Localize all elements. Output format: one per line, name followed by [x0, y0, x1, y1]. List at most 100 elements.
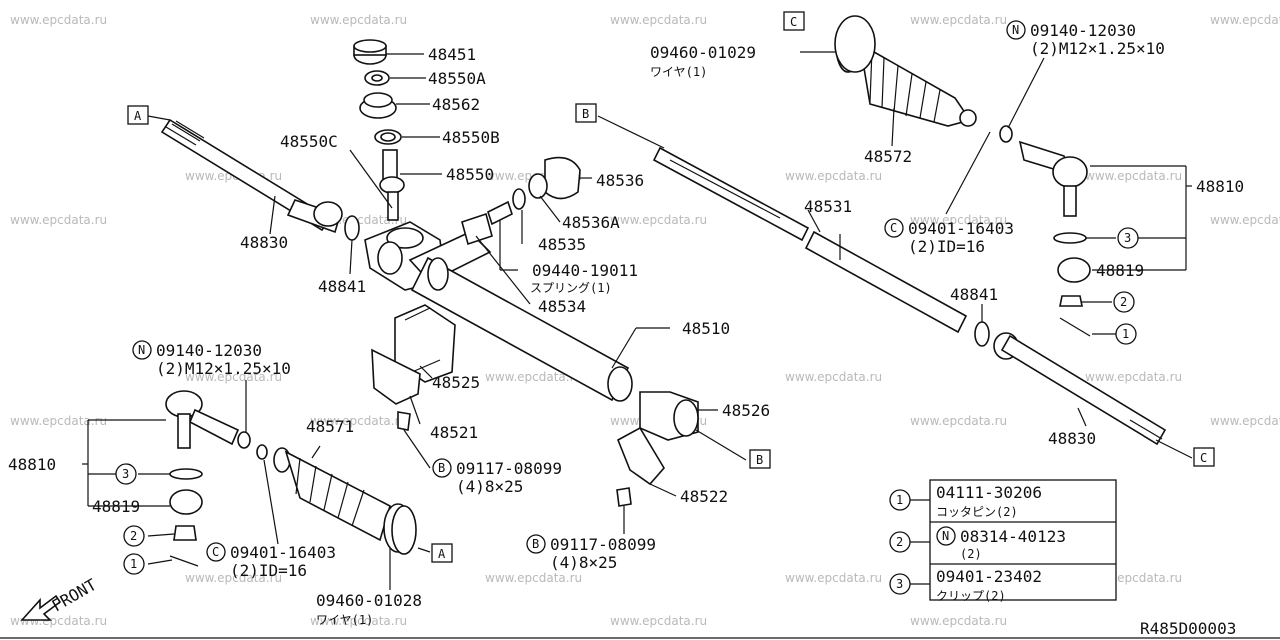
label-48841-left: 48841 [318, 277, 366, 296]
callout-2: 2 [130, 529, 137, 543]
callout-2: 2 [1120, 295, 1127, 309]
spec-09117-b: (4)8×25 [550, 553, 617, 572]
watermark: www.epcdata.ru [785, 571, 882, 585]
callout-1: 1 [1122, 327, 1129, 341]
label-09117-b: 09117-08099 [550, 535, 656, 554]
drawing-callouts: 3 2 1 3 2 1 [115, 227, 1139, 575]
nut-48536a [528, 173, 548, 199]
label-48572: 48572 [864, 147, 912, 166]
front-label: FRONT [49, 575, 101, 616]
watermark: www.epcdata.ru [485, 571, 582, 585]
bolt-09117-b [616, 487, 632, 507]
legend-num: 2 [896, 535, 903, 549]
prefix-c-circle [884, 218, 904, 238]
prefix-n-circle [1006, 20, 1026, 40]
reference-markers: A B C B C A [127, 11, 1215, 563]
watermark: www.epcdata.ru [910, 213, 1007, 227]
watermark: www.epcdata.ru [185, 571, 282, 585]
watermark: www.epcdata.ru [310, 13, 407, 27]
watermark: www.epcdata.ru [910, 414, 1007, 428]
tie-rod-right-48830 [993, 332, 1167, 446]
ref-b-bottom: B [756, 453, 763, 467]
watermark: www.epcdata.ru [610, 614, 707, 628]
label-48531: 48531 [804, 197, 852, 216]
ref-c-bottom: C [1200, 451, 1207, 465]
label-09140-left: 09140-12030 [156, 341, 262, 360]
label-48510: 48510 [682, 319, 730, 338]
label-48810-right: 48810 [1196, 177, 1244, 196]
legend-part: 08314-40123 [960, 527, 1066, 546]
spec-09140-top: (2)M12×1.25×10 [1030, 39, 1165, 58]
prefix-b: B [438, 461, 445, 475]
watermark: www.epcdata.ru [10, 213, 107, 227]
retainer-48535 [512, 188, 526, 210]
prefix-n: N [1012, 23, 1019, 37]
watermark: www.epcdata.ru [10, 414, 107, 428]
legend-num: 1 [896, 493, 903, 507]
note-wire-bottom: ワイヤ(1) [316, 613, 373, 627]
spec-09401-left: (2)ID=16 [230, 561, 307, 580]
label-48571: 48571 [306, 417, 354, 436]
pinion-48550 [382, 149, 398, 181]
watermarks: www.epcdata.ru www.epcdata.ru www.epcdat… [10, 13, 1280, 628]
label-09460-01028: 09460-01028 [316, 591, 422, 610]
label-48810-left: 48810 [8, 455, 56, 474]
prefix-c: C [212, 545, 219, 559]
legend-note: コッタピン(2) [936, 505, 1018, 519]
legend-note: (2) [960, 547, 982, 561]
callout-3: 3 [1124, 231, 1131, 245]
ref-b-top: B [582, 107, 589, 121]
watermark: www.epcdata.ru [910, 13, 1007, 27]
legend-part: 04111-30206 [936, 483, 1042, 502]
prefix-n: N [138, 343, 145, 357]
part-labels: 48451 48550A 48562 48550B 48550C 48550 4… [8, 20, 1244, 627]
adjuster-group [461, 156, 581, 246]
label-48522: 48522 [680, 487, 728, 506]
label-48536: 48536 [596, 171, 644, 190]
watermark: www.epcdata.ru [1210, 13, 1280, 27]
tie-rod-end-right-48810 [999, 125, 1091, 337]
label-48550a: 48550A [428, 69, 486, 88]
spring-09440 [487, 200, 513, 226]
label-48526: 48526 [722, 401, 770, 420]
label-48819-right: 48819 [1096, 261, 1144, 280]
label-09140-top: 09140-12030 [1030, 21, 1136, 40]
rack-bar-48531 [652, 146, 968, 334]
label-48534: 48534 [538, 297, 586, 316]
legend-prefix: N [942, 529, 949, 543]
legend-note: クリップ(2) [936, 589, 1006, 603]
plug-48536 [544, 156, 581, 200]
prefix-b: B [532, 537, 539, 551]
lock-washer-48841-right [974, 321, 990, 347]
ref-a-top: A [134, 109, 142, 123]
yoke-48534 [461, 212, 493, 246]
watermark: www.epcdata.ru [1210, 414, 1280, 428]
label-48830-right: 48830 [1048, 429, 1096, 448]
legend-frame [929, 479, 1117, 601]
wire-09460-01029 [834, 15, 876, 73]
watermark: www.epcdata.ru [610, 13, 707, 27]
bracket-48521 [371, 348, 421, 405]
label-09440-19011: 09440-19011 [532, 261, 638, 280]
prefix-c: C [890, 221, 897, 235]
note-spring: スプリング(1) [530, 281, 612, 295]
label-09460-01029: 09460-01029 [650, 43, 756, 62]
watermark: www.epcdata.ru [610, 213, 707, 227]
mount-bush-48525 [394, 304, 456, 383]
legend-table: 1 04111-30206 コッタピン(2) 2 N 08314-40123 (… [889, 479, 1117, 603]
prefix-n-circle [132, 340, 152, 360]
spec-09140-left: (2)M12×1.25×10 [156, 359, 291, 378]
watermark: www.epcdata.ru [785, 169, 882, 183]
label-48819-left: 48819 [92, 497, 140, 516]
ref-c-top: C [790, 15, 797, 29]
mount-bush-48526 [639, 391, 699, 441]
tie-rod-end-left-48810 [165, 390, 268, 567]
label-48451: 48451 [428, 45, 476, 64]
label-48550: 48550 [446, 165, 494, 184]
watermark: www.epcdata.ru [910, 614, 1007, 628]
tie-rod-left-48830 [160, 118, 343, 234]
watermark: www.epcdata.ru [185, 370, 282, 384]
label-09117-a: 09117-08099 [456, 459, 562, 478]
